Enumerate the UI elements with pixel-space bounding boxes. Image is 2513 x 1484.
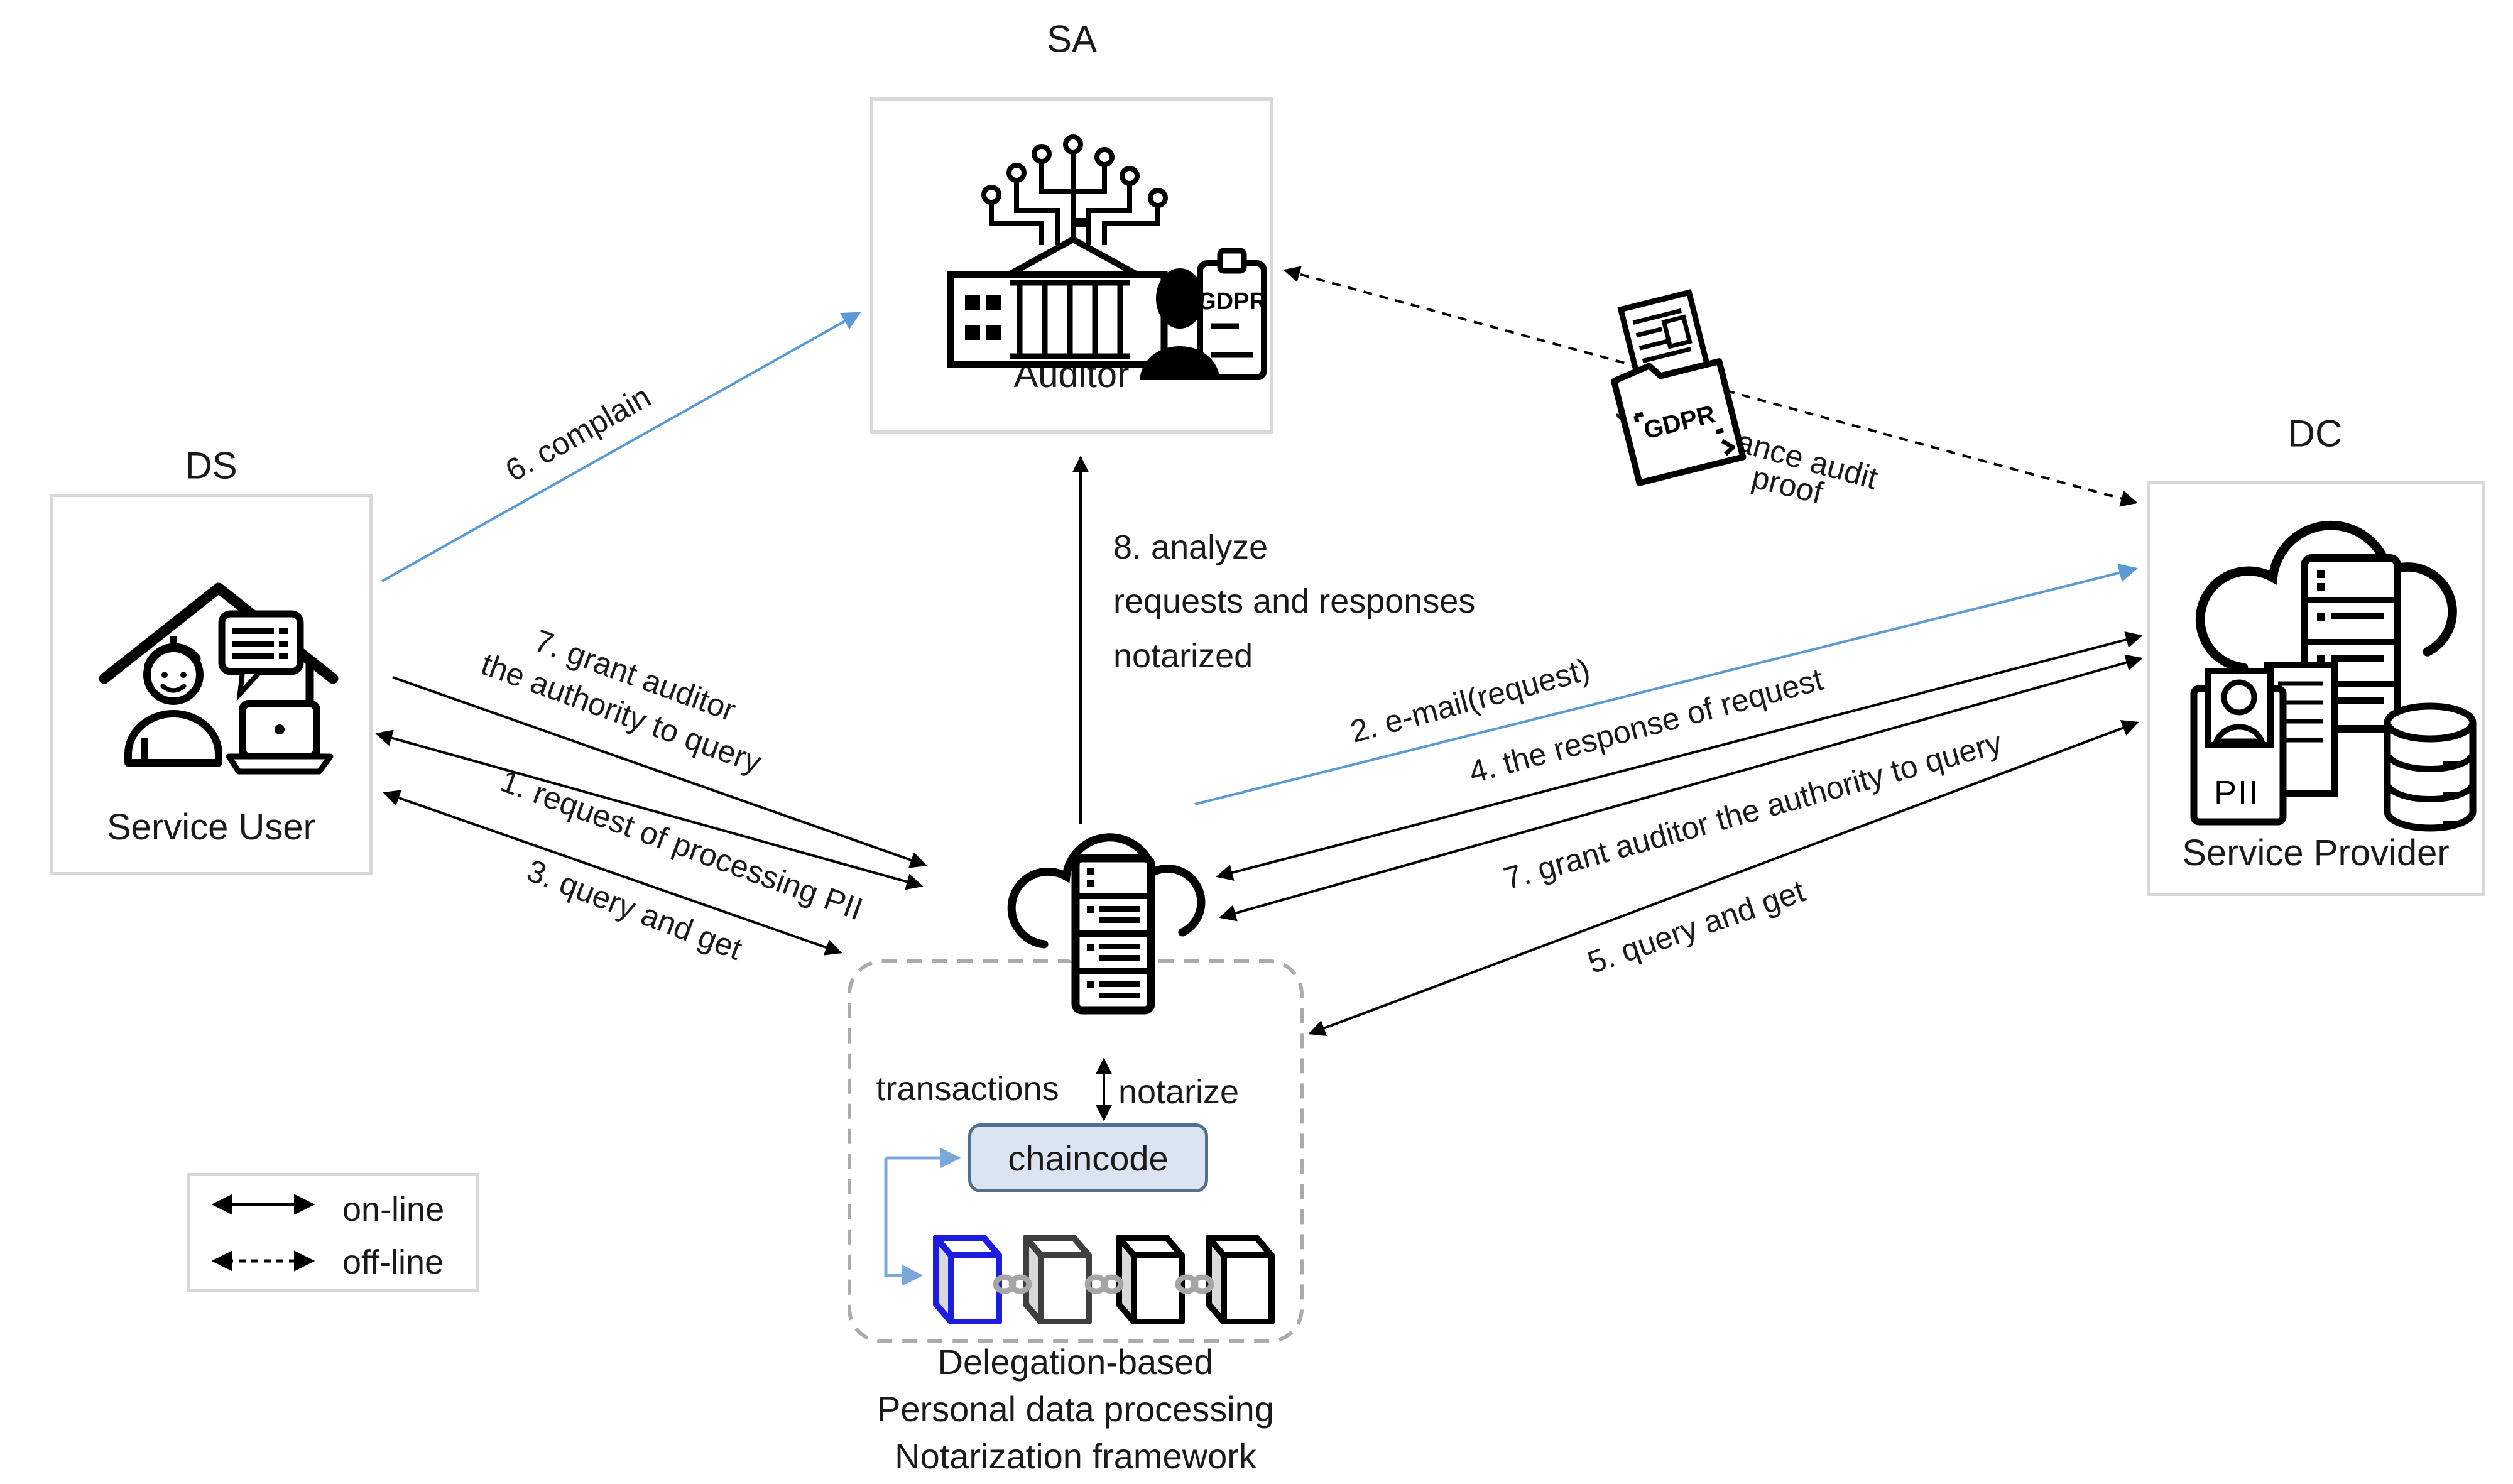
framework-caption: Delegation-based Personal data processin… <box>824 1338 1327 1480</box>
caption-line3: Notarization framework <box>895 1436 1256 1476</box>
label-analyze-line2: requests and responses <box>1113 582 1476 621</box>
label-query-get-right: 5. query and get <box>1583 873 1809 981</box>
sa-tag: SA <box>1046 18 1098 60</box>
chaincode-box: chaincode <box>968 1123 1208 1192</box>
arrow-elbow-block <box>884 1158 924 1286</box>
arrow-6-complain <box>381 312 861 582</box>
arrow-5-query <box>1308 719 2139 1037</box>
block-cube-1 <box>932 1230 1003 1324</box>
label-notarize: notarize <box>1118 1073 1240 1111</box>
service-provider-label: Service Provider <box>2182 832 2450 873</box>
person-silhouette <box>1140 268 1220 380</box>
ds-tag: DS <box>185 444 237 487</box>
label-complain: 6. complain <box>499 378 657 489</box>
house-user-icon <box>93 542 344 787</box>
arrow-1-request <box>375 729 924 890</box>
caption-line1: Delegation-based <box>937 1342 1214 1382</box>
chain-link-icon-2 <box>1083 1268 1126 1301</box>
label-grant-left: 7. grant auditor the authority to query <box>476 606 780 783</box>
legend-online-label: on-line <box>342 1191 445 1228</box>
chain-link-icon-1 <box>991 1268 1034 1301</box>
dc-tag: DC <box>2287 412 2343 455</box>
block-cube-4 <box>1205 1230 1275 1324</box>
cloud-server-provider-icon: PII <box>2185 496 2478 848</box>
label-analyze-line3: notarized <box>1113 636 1253 675</box>
database-icon <box>2384 702 2477 832</box>
legend-offline-label: off-line <box>342 1243 444 1281</box>
block-cube-3 <box>1115 1230 1186 1324</box>
caption-line2: Personal data processing <box>877 1389 1274 1429</box>
label-transactions: transactions <box>876 1070 1059 1108</box>
label-analyze-line1: 8. analyze <box>1113 528 1268 566</box>
gdpr-folder-icon: GDPR <box>1605 286 1750 512</box>
service-user-box: Service User <box>50 494 373 875</box>
label-request-pii: 1. request of processing PII <box>496 763 868 927</box>
cloud-server-blockchain-icon <box>1000 816 1214 1054</box>
gdpr-clipboard-text: GDPR <box>1197 288 1267 315</box>
chain-link-icon-3 <box>1174 1268 1216 1301</box>
legend <box>187 1173 479 1292</box>
pii-card: PII <box>2190 662 2338 826</box>
government-building-icon: GDPR <box>916 116 1268 380</box>
service-user-label: Service User <box>107 807 315 848</box>
label-analyze: 8. analyze requests and responses notari… <box>1113 520 1475 683</box>
pii-card-text: PII <box>2214 774 2259 812</box>
